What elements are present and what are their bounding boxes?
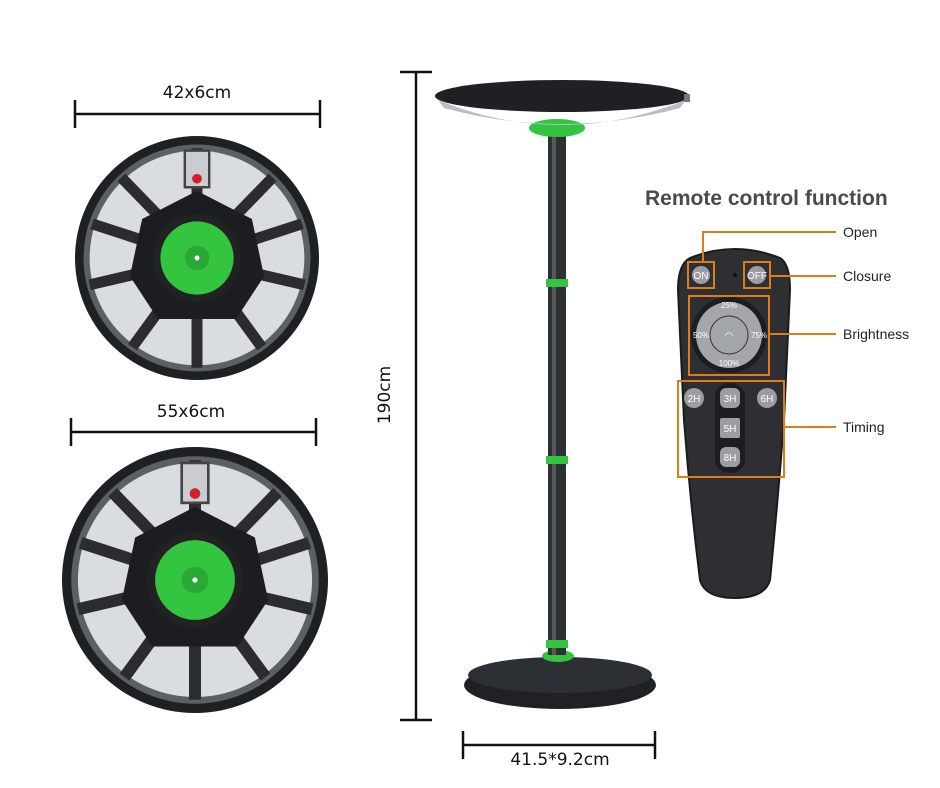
height-label: 190cm [375, 366, 395, 424]
callout-timing: Timing [843, 419, 885, 435]
on-button-label: ON [694, 271, 709, 282]
small-lamp-size-label: 42x6cm [163, 83, 231, 103]
brightness-75-label: 75% [751, 331, 767, 340]
callout-open: Open [843, 224, 877, 240]
small-lamp-dimension: 42x6cm [73, 83, 322, 128]
on-button [692, 266, 710, 284]
remote-control-image: ON OFF ◠ 25% 50% 75% 100% 2H 3H 6H 5H 8H [676, 248, 792, 600]
brightness-25-label: 25% [721, 301, 737, 310]
brightness-100-label: 100% [719, 359, 739, 368]
callout-brightness: Brightness [843, 326, 909, 342]
timer-5h-label: 5H [724, 424, 737, 435]
remote-callouts [677, 231, 836, 478]
remote-section-title: Remote control function [645, 187, 888, 210]
callout-closure: Closure [843, 268, 891, 284]
wifi-icon: ◠ [725, 331, 734, 342]
timer-2h-label: 2H [688, 394, 701, 405]
timer-6h-label: 6H [761, 394, 774, 405]
large-lamp-head-image [62, 447, 328, 713]
off-button [748, 266, 766, 284]
small-lamp-head-image [75, 136, 319, 380]
timer-8h-label: 8H [724, 453, 737, 464]
large-lamp-size-label: 55x6cm [157, 402, 225, 422]
floor-lamp-image [435, 80, 690, 709]
base-dimension: 41.5*9.2cm [461, 731, 657, 770]
base-size-label: 41.5*9.2cm [510, 750, 609, 770]
height-dimension: 190cm [375, 70, 432, 722]
large-lamp-dimension: 55x6cm [69, 402, 318, 446]
brightness-50-label: 50% [693, 331, 709, 340]
timer-3h-label: 3H [724, 394, 737, 405]
off-button-label: OFF [747, 271, 767, 282]
